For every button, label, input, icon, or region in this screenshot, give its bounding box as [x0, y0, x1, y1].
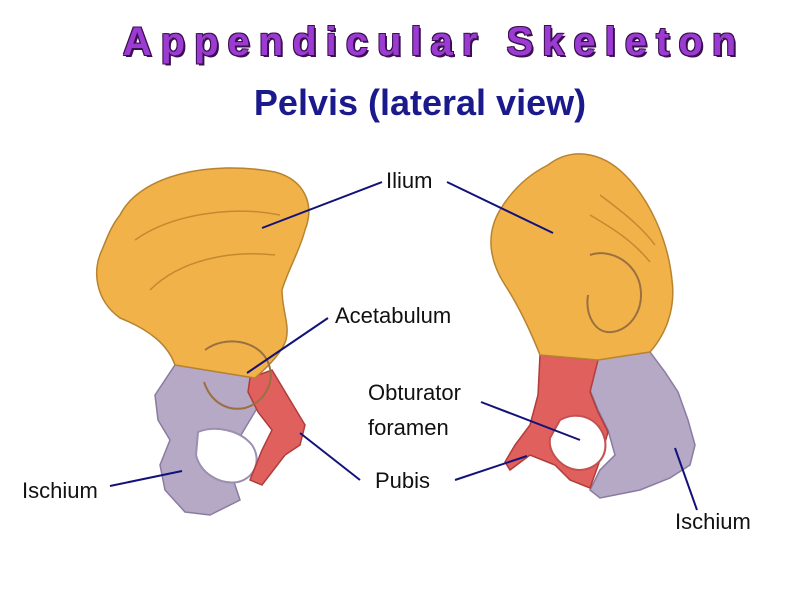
label-obturator-line2: foramen — [368, 415, 449, 440]
left-ilium-region — [96, 167, 310, 379]
leader-line-ischium-right — [674, 447, 698, 511]
leader-line-acetabulum — [246, 317, 329, 374]
diagram-subtitle: Pelvis (lateral view) — [253, 82, 587, 123]
label-ilium: Ilium — [386, 168, 433, 193]
label-obturator-line1: Obturator — [368, 380, 461, 405]
diagram-title: Appendicular Skeleton — [122, 20, 746, 64]
left-pubis-region — [247, 369, 306, 486]
left-hip-bone — [96, 167, 310, 516]
label-ischium-right: Ischium — [675, 509, 751, 534]
left-acetabulum-rim — [203, 340, 272, 410]
label-acetabulum: Acetabulum — [335, 303, 452, 328]
leader-line-pubis-right — [454, 455, 528, 481]
right-hip-bone — [490, 153, 696, 499]
label-ischium-left: Ischium — [22, 478, 98, 503]
right-ischium-region — [589, 351, 696, 499]
leader-line-ilium-left — [261, 181, 383, 229]
leader-line-pubis-left — [299, 432, 361, 481]
right-obturator-foramen — [548, 414, 607, 472]
leader-line-obturator — [480, 401, 581, 441]
right-ilium-region — [490, 153, 674, 361]
leader-line-ilium-right — [446, 181, 554, 234]
label-pubis: Pubis — [375, 468, 431, 493]
leader-lines — [109, 181, 698, 511]
leader-line-ischium-left — [109, 470, 183, 487]
